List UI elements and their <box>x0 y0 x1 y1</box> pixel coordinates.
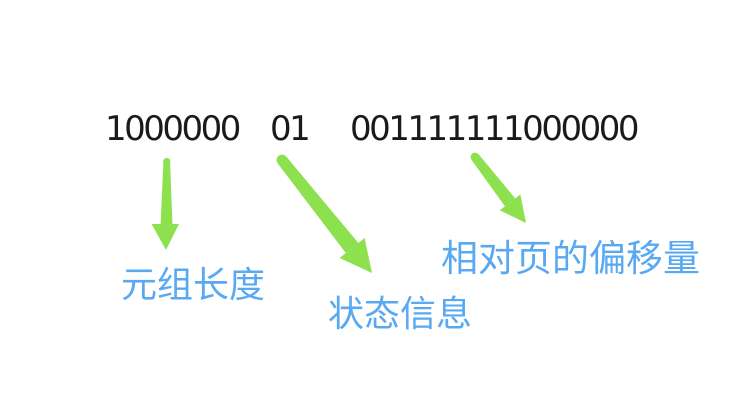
down-right-arrow-short-icon <box>470 152 526 223</box>
down-arrow-tail <box>163 157 171 166</box>
bit-field-status: 01 <box>270 109 311 149</box>
bit-field-tuple-length: 1000000 <box>105 109 241 149</box>
label-offset: 相对页的偏移量 <box>441 238 700 279</box>
bit-field-offset: 001111111000000 <box>350 109 639 149</box>
down-arrow-icon <box>151 157 179 250</box>
down-right-arrow-short-shaft <box>471 154 516 207</box>
down-right-arrow-short-tail <box>470 152 480 162</box>
down-right-arrow-short-head <box>499 194 526 223</box>
down-right-arrow-head <box>339 238 372 273</box>
label-status: 状态信息 <box>328 293 473 334</box>
label-tuple-length: 元组长度 <box>121 264 266 305</box>
down-arrow-shaft <box>160 160 173 226</box>
down-right-arrow-shaft <box>277 156 359 253</box>
down-right-arrow-tail <box>276 154 288 166</box>
down-arrow-head <box>151 224 179 250</box>
down-right-arrow-icon <box>276 154 372 273</box>
